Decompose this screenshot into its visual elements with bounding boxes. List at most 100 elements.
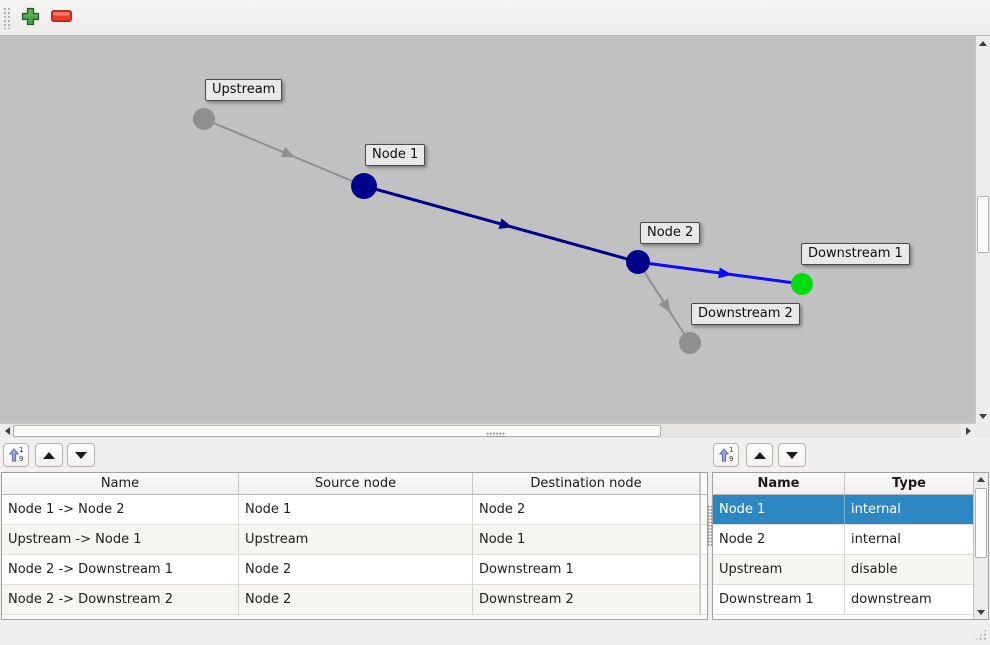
triangle-down-icon — [977, 610, 985, 615]
row-filler — [700, 495, 707, 524]
scroll-left-button[interactable] — [0, 424, 14, 438]
sort-digit-bottom: 9 — [19, 455, 24, 463]
table-cell[interactable]: Node 2 — [239, 585, 473, 614]
sort-ascending-icon: 1 9 — [8, 446, 24, 463]
table-cell[interactable]: Node 2 — [713, 525, 845, 554]
table-cell[interactable]: Node 1 — [473, 525, 700, 554]
table-cell[interactable]: Upstream — [239, 525, 473, 554]
node-label[interactable]: Upstream — [205, 79, 283, 101]
table-cell[interactable]: internal — [851, 532, 901, 547]
edge-arrowhead — [280, 147, 296, 158]
edge-arrowhead — [498, 218, 513, 230]
row-filler — [700, 555, 707, 584]
header-filler — [700, 473, 707, 494]
sort-digit-top: 1 — [19, 446, 24, 454]
graph-node[interactable] — [193, 108, 215, 130]
table-cell[interactable]: Upstream -> Node 1 — [2, 525, 239, 554]
edges-sort-button[interactable]: 1 9 — [3, 443, 29, 467]
table-cell[interactable]: Downstream 1 — [473, 555, 700, 584]
table-cell[interactable]: internal — [851, 502, 901, 517]
table-row[interactable]: Node 2 internal — [713, 525, 973, 555]
table-header-cell[interactable]: Type — [892, 476, 926, 491]
move-down-icon — [75, 451, 87, 459]
table-cell[interactable]: disable — [851, 562, 898, 577]
edges-move-up-button[interactable] — [35, 443, 63, 467]
table-cell[interactable]: Node 1 — [713, 495, 845, 524]
nodes-sort-button[interactable]: 1 9 — [713, 443, 739, 467]
table-cell[interactable]: Downstream 1 — [713, 585, 845, 614]
scroll-down-button[interactable] — [974, 606, 988, 619]
vertical-splitter-handle[interactable] — [707, 505, 712, 547]
triangle-down-icon — [979, 413, 987, 419]
table-cell[interactable]: Node 2 — [473, 495, 700, 524]
graph-node[interactable] — [626, 250, 650, 274]
graph-node[interactable] — [791, 273, 813, 295]
sort-ascending-icon: 1 9 — [718, 446, 734, 463]
plus-icon — [21, 7, 40, 30]
graph-node[interactable] — [351, 173, 377, 199]
table-header-cell[interactable]: Name — [2, 473, 239, 494]
add-node-button[interactable] — [17, 6, 43, 30]
table-header-cell[interactable]: Source node — [239, 473, 473, 494]
vscroll-thumb[interactable] — [977, 196, 989, 253]
scroll-down-button[interactable] — [976, 409, 990, 423]
triangle-right-icon — [965, 427, 971, 435]
edge-arrowhead — [658, 298, 671, 313]
remove-node-button[interactable] — [48, 6, 74, 30]
move-down-icon — [786, 451, 798, 459]
table-cell[interactable]: Downstream 2 — [473, 585, 700, 614]
node-label[interactable]: Node 1 — [365, 144, 426, 166]
minus-icon — [50, 10, 72, 26]
table-header-cell[interactable]: Destination node — [473, 473, 700, 494]
sort-digit-top: 1 — [729, 446, 734, 454]
graph-svg — [193, 108, 813, 354]
triangle-up-icon — [979, 40, 987, 46]
sort-digit-bottom: 9 — [729, 455, 734, 463]
nodes-move-up-button[interactable] — [746, 443, 773, 467]
table-cell[interactable]: Node 1 — [239, 495, 473, 524]
window-resize-grip[interactable] — [974, 628, 987, 641]
main-toolbar — [0, 0, 990, 36]
scroll-right-button[interactable] — [961, 424, 975, 438]
toolbar-grip[interactable] — [3, 7, 11, 29]
node-label[interactable]: Downstream 1 — [801, 243, 910, 265]
node-label[interactable]: Downstream 2 — [691, 303, 800, 325]
table-header-cell[interactable]: Name — [713, 473, 845, 494]
table-row[interactable]: Node 1 internal — [713, 495, 973, 525]
hscroll-thumb[interactable] — [13, 425, 661, 437]
node-label[interactable]: Node 2 — [640, 222, 701, 244]
horizontal-splitter-handle[interactable] — [486, 432, 506, 437]
table-cell[interactable]: Node 2 -> Downstream 1 — [2, 555, 239, 584]
edge-arrowhead — [718, 267, 732, 279]
move-up-icon — [43, 451, 55, 459]
scroll-up-button[interactable] — [976, 36, 990, 50]
table-cell[interactable]: downstream — [851, 592, 932, 607]
table-row[interactable]: Downstream 1 downstream — [713, 585, 973, 615]
table-cell[interactable]: Node 1 -> Node 2 — [2, 495, 239, 524]
nodes-move-down-button[interactable] — [778, 443, 806, 467]
nodes-table-vscrollbar[interactable] — [973, 473, 988, 619]
graph-node[interactable] — [679, 332, 701, 354]
table-cell[interactable]: Node 2 -> Downstream 2 — [2, 585, 239, 614]
vscroll-thumb[interactable] — [975, 488, 987, 558]
edges-move-down-button[interactable] — [67, 443, 95, 467]
canvas-vscrollbar[interactable] — [975, 36, 990, 423]
row-filler — [700, 585, 707, 614]
nodes-table-header: Name Type — [713, 473, 973, 495]
scrollbar-corner — [975, 423, 990, 438]
row-filler — [700, 525, 707, 554]
table-row[interactable]: Upstream disable — [713, 555, 973, 585]
table-cell[interactable]: Node 2 — [239, 555, 473, 584]
triangle-left-icon — [4, 427, 10, 435]
table-cell[interactable]: Upstream — [713, 555, 845, 584]
scroll-up-button[interactable] — [974, 473, 988, 486]
